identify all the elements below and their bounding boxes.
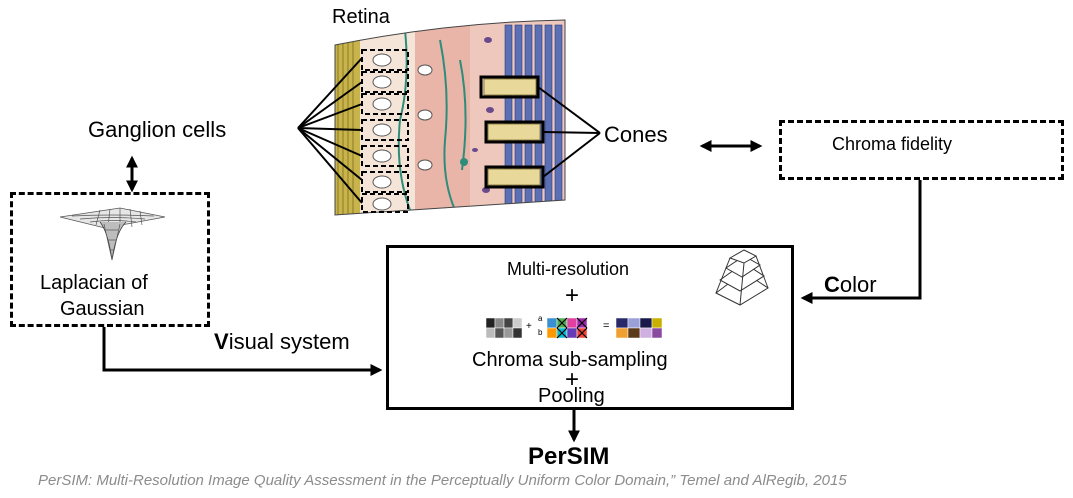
retina-label: Retina — [332, 6, 390, 28]
log-label-line2: Gaussian — [60, 298, 145, 320]
visual-system-label: Visual system — [214, 331, 350, 353]
citation: PerSIM: Multi-Resolution Image Quality A… — [38, 472, 847, 489]
cones-label: Cones — [604, 122, 668, 147]
pyramid-icon — [715, 249, 769, 306]
visual-system-arrow — [102, 327, 383, 376]
plus-sign-1: + — [565, 282, 580, 309]
persim-label: PerSIM — [528, 443, 610, 470]
pooling-label: Pooling — [538, 385, 605, 407]
persim-processing-box — [386, 245, 794, 410]
multi-resolution-label: Multi-resolution — [507, 259, 630, 279]
chroma-equals-label: = — [603, 320, 610, 332]
chroma-a-label: a — [538, 314, 543, 323]
visual-system-rest: isual system — [228, 329, 350, 354]
color-arrow — [800, 180, 922, 304]
chroma-subsampling-icon — [485, 317, 663, 339]
ganglion-connector-lines — [297, 57, 363, 204]
color-rest: olor — [839, 272, 877, 297]
ganglion-cells-label: Ganglion cells — [88, 117, 227, 142]
laplacian-of-gaussian-box — [10, 192, 210, 327]
laplacian-of-gaussian-icon — [59, 207, 166, 261]
chroma-plus-label: + — [526, 321, 532, 332]
chroma-fidelity-label: Chroma fidelity — [832, 134, 953, 154]
color-label: Color — [824, 274, 877, 296]
chroma-b-label: b — [538, 328, 543, 337]
plus-sign-2: + — [565, 366, 580, 393]
retina-illustration — [334, 19, 566, 216]
chroma-subsampling-label: Chroma sub-sampling — [472, 349, 668, 371]
log-label-line1: Laplacian of — [40, 272, 148, 294]
visual-system-initial: V — [214, 329, 229, 354]
chroma-fidelity-box — [779, 120, 1064, 180]
cones-connector-lines — [537, 86, 601, 178]
color-initial: C — [824, 272, 840, 297]
